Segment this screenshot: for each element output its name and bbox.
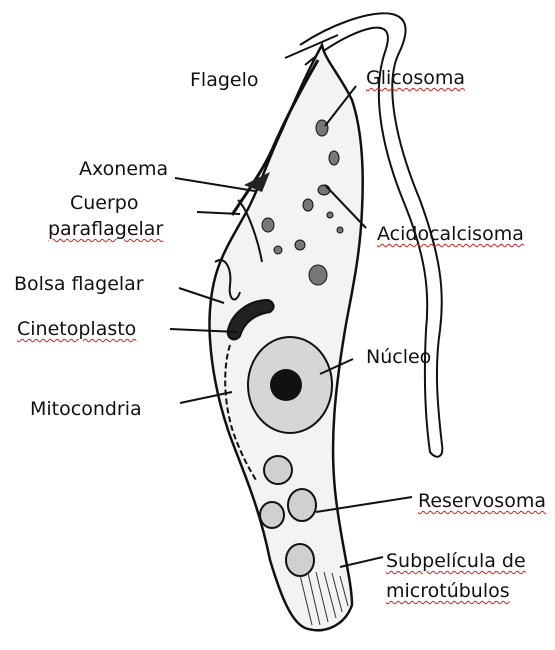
label-cuerpo-paraflagelar: Cuerpo paraflagelar <box>70 192 163 240</box>
label-glicosoma: Glicosoma <box>366 67 465 89</box>
label-subpelicula: Subpelícula de microtúbulos <box>386 550 526 602</box>
label-acidocalcisoma-text: Acidocalcisoma <box>377 223 524 245</box>
label-cinetoplasto: Cinetoplasto <box>17 318 136 340</box>
label-mitocondria: Mitocondria <box>30 398 142 420</box>
label-nucleo-text: Núcleo <box>366 346 431 368</box>
label-reservosoma: Reservosoma <box>418 490 546 512</box>
label-glicosoma-text: Glicosoma <box>366 67 465 89</box>
label-mitocondria-text: Mitocondria <box>30 398 142 420</box>
label-nucleo: Núcleo <box>366 346 431 368</box>
label-subpelicula-line1: Subpelícula de <box>386 550 526 572</box>
label-cuerpo-line2: paraflagelar <box>48 218 163 240</box>
label-bolsa-flagelar: Bolsa flagelar <box>14 273 144 295</box>
label-flagelo-text: Flagelo <box>190 69 259 91</box>
label-bolsa-flagelar-text: Bolsa flagelar <box>14 273 144 295</box>
label-reservosoma-text: Reservosoma <box>418 490 546 512</box>
label-axonema-text: Axonema <box>79 158 168 180</box>
label-cuerpo-line1: Cuerpo <box>70 192 163 214</box>
label-cinetoplasto-text: Cinetoplasto <box>17 318 136 340</box>
label-flagelo: Flagelo <box>190 69 259 91</box>
axonema-leader <box>175 178 255 191</box>
label-axonema: Axonema <box>79 158 168 180</box>
nucleus <box>248 337 332 433</box>
label-acidocalcisoma: Acidocalcisoma <box>377 223 524 245</box>
label-subpelicula-line2: microtúbulos <box>386 580 526 602</box>
